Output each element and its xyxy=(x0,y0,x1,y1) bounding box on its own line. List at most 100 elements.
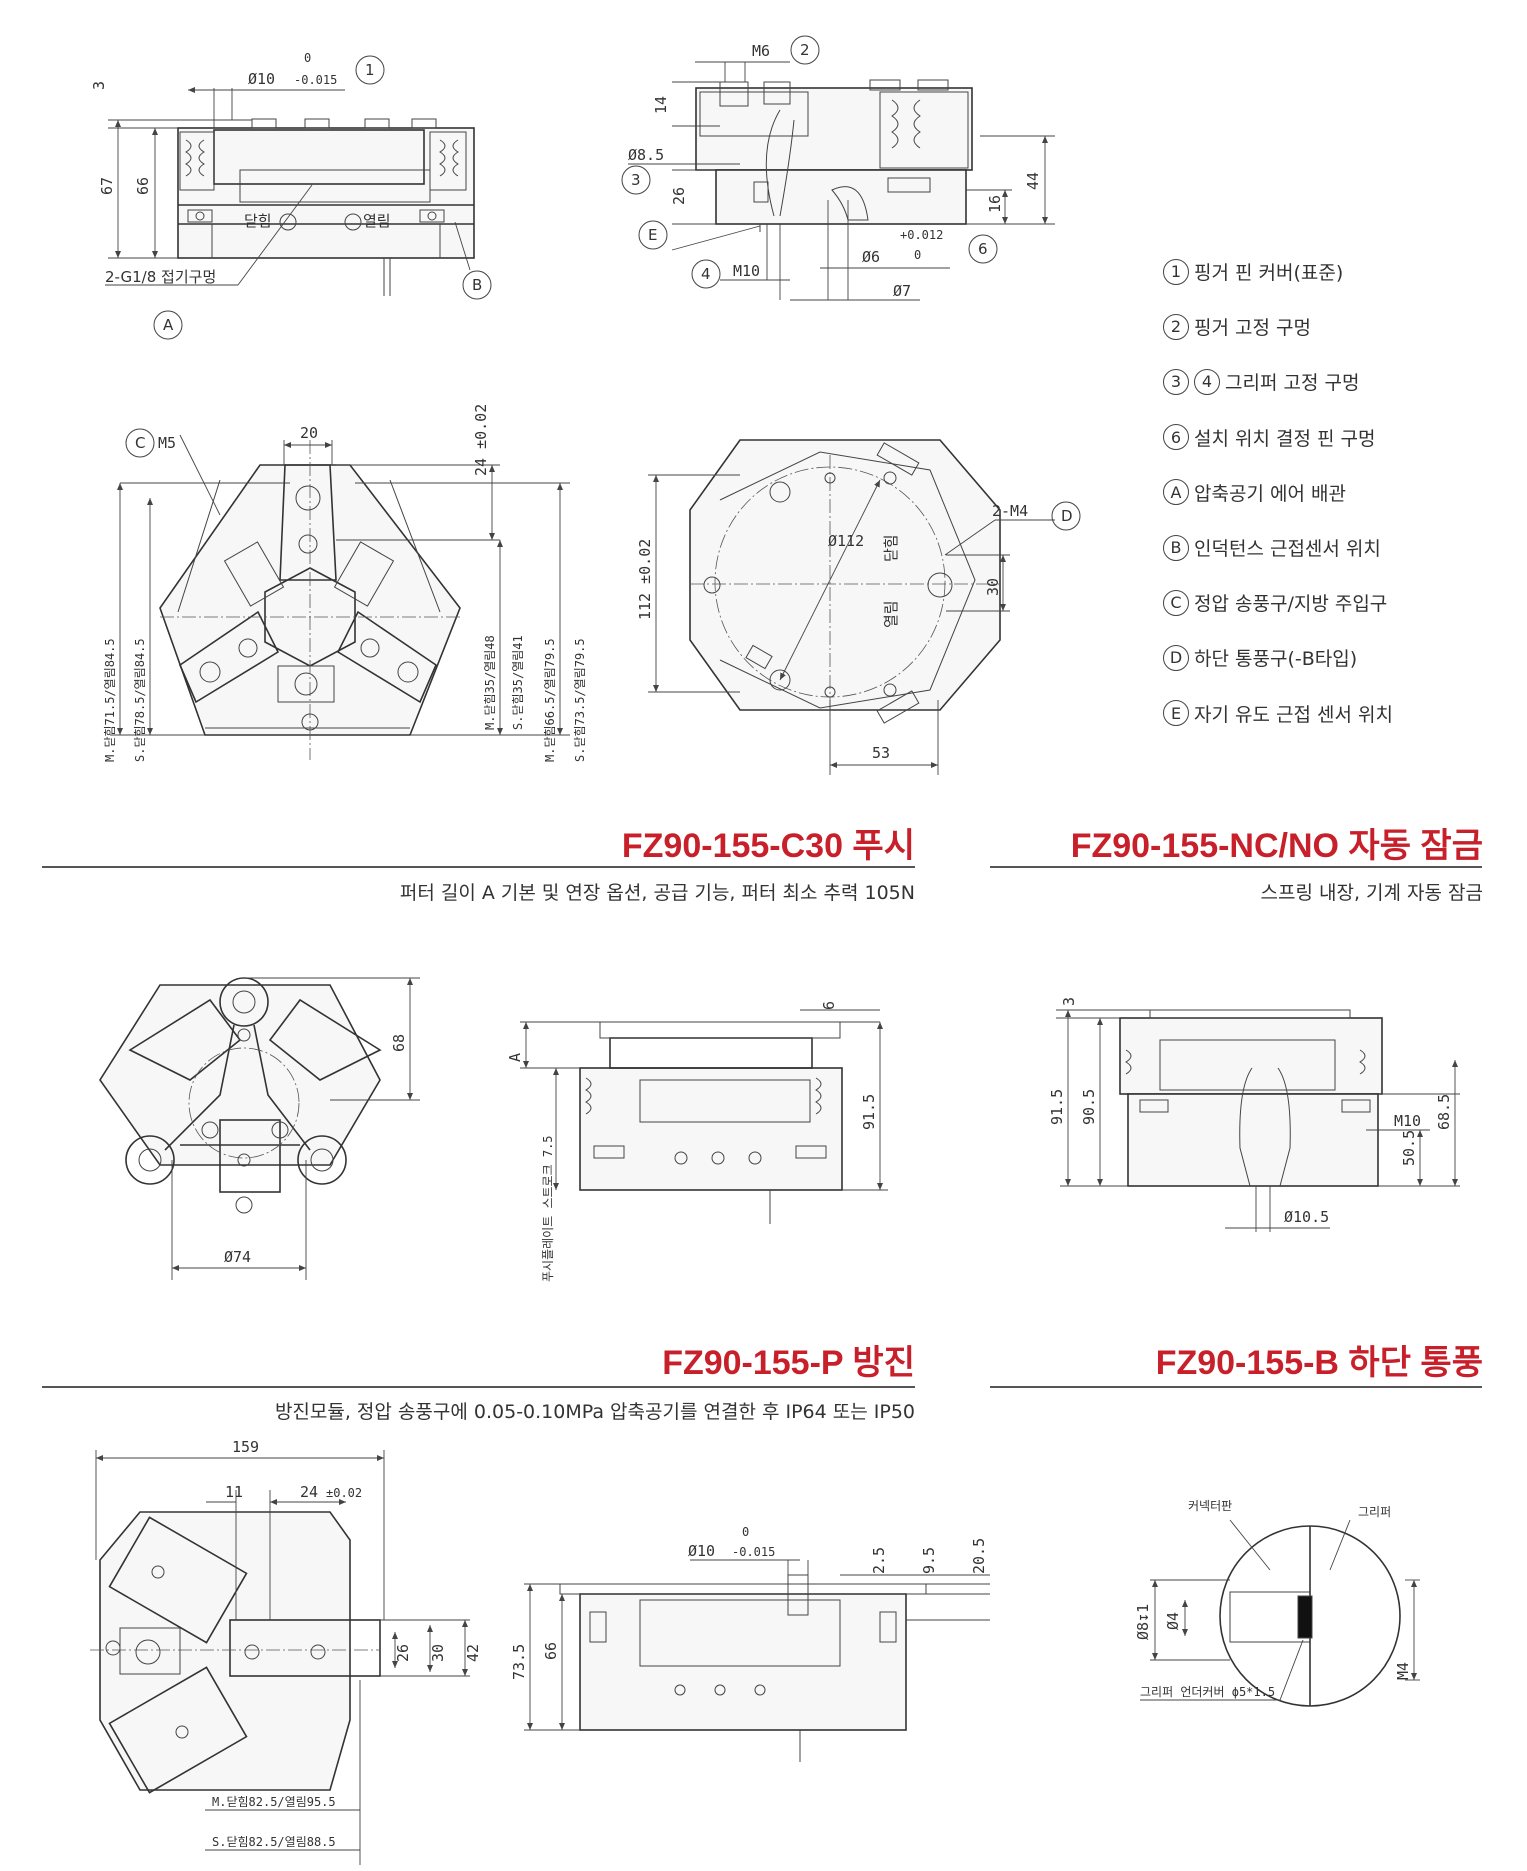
dim-b-h915: 91.5 xyxy=(1048,1089,1066,1125)
label-ring: 그리퍼 언더커버 ϕ5*1.5 xyxy=(1140,1685,1275,1699)
dim-h735: 73.5 xyxy=(510,1644,528,1680)
svg-text:E: E xyxy=(648,226,657,244)
dim-d8: Ø8↧1 xyxy=(1134,1604,1152,1640)
legend-text: 하단 통풍구(-B타입) xyxy=(1194,648,1358,671)
label-close: 닫힘 xyxy=(244,212,272,230)
legend-mark: 1 xyxy=(1163,258,1189,285)
callout-c: C xyxy=(125,428,155,458)
callout-a: A xyxy=(153,310,183,340)
rule-nc xyxy=(990,866,1482,868)
dim-v4: S.닫힘35/열림41 xyxy=(511,635,525,730)
callout-1: 1 xyxy=(355,55,385,85)
label-connector: 커넥터판 xyxy=(1188,1499,1232,1513)
dim-v5: M.닫힘66.5/열림79.5 xyxy=(543,638,557,762)
dim-d10b: Ø10 xyxy=(688,1542,715,1560)
label-open: 열림 xyxy=(363,212,391,230)
dim-b-h905: 90.5 xyxy=(1080,1089,1098,1125)
legend-text: 핑거 고정 구멍 xyxy=(1194,317,1311,340)
dim-t6d: 0 xyxy=(914,248,921,262)
legend-mark: B xyxy=(1163,534,1189,561)
dim-b-h505: 50.5 xyxy=(1400,1130,1418,1166)
dim-d7: Ø7 xyxy=(893,282,911,300)
rule-b xyxy=(990,1386,1482,1388)
drawing-c30-side: 닫힘 열림 Ø10 0 -0.015 3 67 66 2-G1/8 접기구멍 xyxy=(90,51,475,296)
dim-b-m10: M10 xyxy=(1394,1112,1421,1130)
dim-h14: 14 xyxy=(652,96,670,114)
dim-m6: M6 xyxy=(752,42,770,60)
title-c30: FZ90-155-C30 푸시 xyxy=(621,827,915,865)
dim-h6: 6 xyxy=(820,1001,838,1010)
dim-d74: Ø74 xyxy=(224,1248,251,1266)
legend-mark: 3 xyxy=(1163,368,1189,395)
dim-tol-up: 0 xyxy=(304,51,311,65)
drawing-nc-top: Ø112 닫힘 열림 2-M4 30 112 ±0.02 53 xyxy=(636,439,1055,775)
dim-h26: 26 xyxy=(670,187,688,205)
callout-4: 4 xyxy=(691,259,721,289)
dim-w20: 20 xyxy=(300,424,318,442)
dim-h66: 66 xyxy=(134,177,152,195)
dim-h26b: 26 xyxy=(394,1644,412,1662)
dim-d10b-tu: 0 xyxy=(742,1525,749,1539)
dim-v2: S.닫힘78.5/열림84.5 xyxy=(133,638,147,762)
rule-c30 xyxy=(42,866,915,868)
legend-mark: 6 xyxy=(1163,424,1189,451)
dim-h25: 2.5 xyxy=(870,1547,888,1574)
subtitle-c30: 퍼터 길이 A 기본 및 연장 옵션, 공급 기능, 퍼터 최소 추력 105N xyxy=(399,882,915,904)
dim-b-h3: 3 xyxy=(1060,997,1078,1006)
dim-h3: 3 xyxy=(90,81,108,90)
svg-text:2: 2 xyxy=(800,41,810,59)
dim-h44: 44 xyxy=(1024,172,1042,190)
title-nc: FZ90-155-NC/NO 자동 잠금 xyxy=(1070,827,1483,865)
legend-text: 설치 위치 결정 핀 구멍 xyxy=(1194,427,1376,450)
legend-mark: C xyxy=(1163,589,1189,616)
dim-d112: Ø112 xyxy=(828,532,864,550)
dim-h24: 24 ±0.02 xyxy=(472,404,490,476)
callout-3: 3 xyxy=(621,165,651,195)
dim-h66b: 66 xyxy=(542,1642,560,1660)
label-nc-open: 열림 xyxy=(882,600,900,628)
svg-text:D: D xyxy=(1061,507,1073,525)
dim-w159: 159 xyxy=(232,1438,259,1456)
dim-v1: M.닫힘71.5/열림84.5 xyxy=(103,638,117,762)
legend-text: 정압 송풍구/지방 주입구 xyxy=(1194,593,1388,616)
legend-mark: E xyxy=(1163,700,1189,727)
dim-a: A xyxy=(506,1053,524,1062)
dim-w11: 11 xyxy=(225,1483,243,1501)
dim-d6: Ø6 xyxy=(862,248,880,266)
subtitle-nc: 스프링 내장, 기계 자동 잠금 xyxy=(1260,882,1483,904)
dim-d4: Ø4 xyxy=(1164,1612,1182,1630)
drawing-p-side: 6 A 푸시플레이트 스트로크 7.5 91.5 xyxy=(506,1001,888,1282)
dim-d10: Ø10 xyxy=(248,70,275,88)
svg-text:1: 1 xyxy=(365,61,375,79)
label-nc-close: 닫힘 xyxy=(882,534,900,562)
svg-text:C: C xyxy=(135,434,145,452)
svg-text:A: A xyxy=(163,316,174,334)
drawing-b-side: 3 91.5 90.5 M10 50.5 68.5 Ø10.5 xyxy=(1048,997,1460,1232)
dim-v2b: S.닫힘82.5/열림88.5 xyxy=(212,1835,336,1849)
drawing-p-top: 68 Ø74 xyxy=(99,977,420,1280)
dim-h16: 16 xyxy=(986,195,1004,213)
dim-m4b: M4 xyxy=(1394,1662,1412,1680)
drawing-nc-side: M6 14 Ø8.5 26 44 16 M10 Ø6 +0.012 0 Ø7 xyxy=(628,42,1055,301)
svg-text:3: 3 xyxy=(631,171,641,189)
legend-text: 그리퍼 고정 구멍 xyxy=(1225,372,1360,395)
dim-h68: 68 xyxy=(390,1034,408,1052)
callouts: 1 2 3 E 4 6 A B C D xyxy=(125,35,1081,531)
dim-tol-dn: -0.015 xyxy=(294,73,337,87)
dim-d85: Ø8.5 xyxy=(628,146,664,164)
dim-stroke: 푸시플레이트 스트로크 7.5 xyxy=(541,1135,555,1282)
legend-mark: 4 xyxy=(1194,368,1220,395)
drawing-open-side: Ø10 0 -0.015 2.5 9.5 20.5 73.5 66 xyxy=(510,1525,990,1762)
callout-e: E xyxy=(638,220,668,250)
legend-text: 압축공기 에어 배관 xyxy=(1194,482,1346,505)
dim-h42b: 42 xyxy=(464,1644,482,1662)
svg-text:6: 6 xyxy=(978,240,988,258)
dim-t6u: +0.012 xyxy=(900,228,943,242)
